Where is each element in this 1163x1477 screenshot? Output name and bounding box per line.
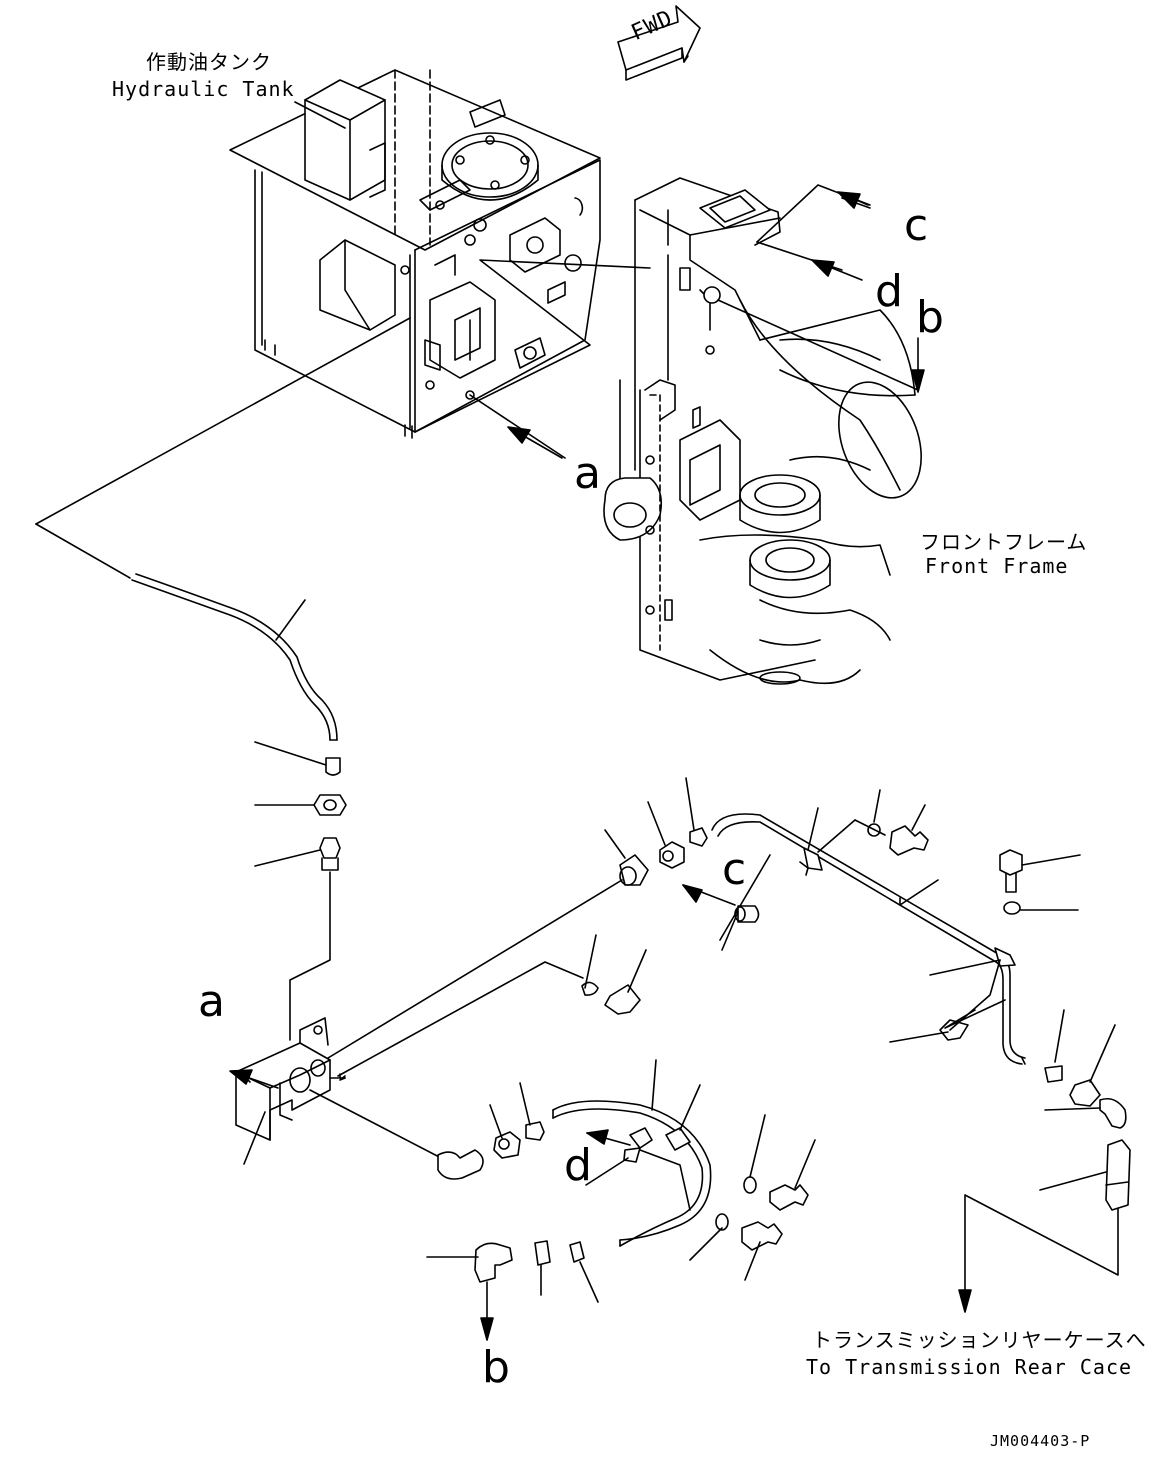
bracket-block-drawing <box>236 1018 330 1164</box>
callout-d-upper: d <box>875 266 903 317</box>
transmission-label-jp: トランスミッションリヤーケースへ <box>812 1328 1147 1352</box>
guide-line-b <box>718 300 918 390</box>
guide-line-a <box>470 395 565 458</box>
hydraulic-tank-label-en: Hydraulic Tank <box>112 77 295 101</box>
transmission-label-en: To Transmission Rear Cace <box>806 1355 1133 1379</box>
fwd-arrow-icon <box>618 6 700 80</box>
upper-fittings <box>255 742 346 1040</box>
hydraulic-tank-drawing <box>230 70 600 438</box>
callout-c-lower: c <box>722 844 747 895</box>
callout-a-lower: a <box>198 976 225 1027</box>
callout-b-lower: b <box>482 1342 510 1393</box>
callout-a-upper: a <box>574 448 601 499</box>
front-frame-label-jp: フロントフレーム <box>920 530 1088 554</box>
drawing-code: JM004403-P <box>990 1432 1091 1450</box>
front-frame-drawing <box>604 178 936 684</box>
lower-tube-fittings <box>427 1060 815 1340</box>
guide-line-tube-top <box>36 318 410 524</box>
callout-c-upper: c <box>904 200 929 251</box>
callout-d-lower: d <box>564 1140 592 1191</box>
front-frame-label-en: Front Frame <box>925 554 1069 578</box>
upper-chain-fittings <box>582 778 1130 1312</box>
hydraulic-tank-label-jp: 作動油タンク <box>146 50 272 74</box>
callout-b-upper: b <box>916 292 944 343</box>
guide-line-tank-frame <box>415 260 650 432</box>
upper-tube-drawing <box>132 574 337 740</box>
